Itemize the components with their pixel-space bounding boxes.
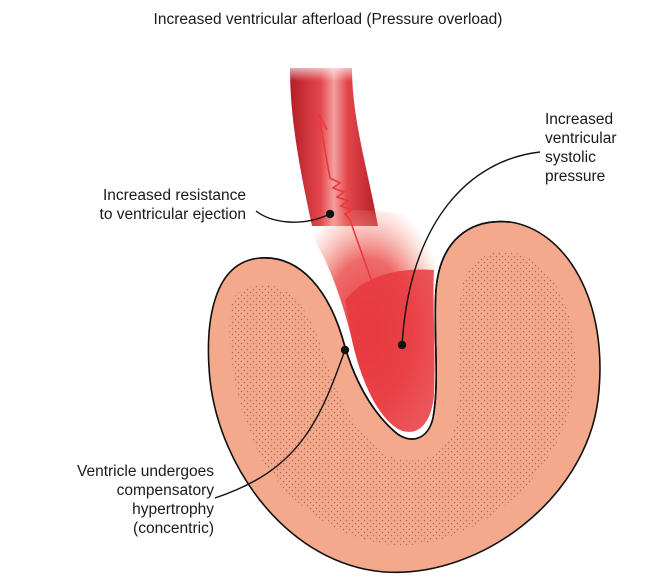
label-increased-resistance: Increased resistance to ventricular ejec… [62, 186, 246, 224]
resistance-marker [326, 210, 334, 218]
ventricle-marker [341, 346, 349, 354]
label-ventricle-hypertrophy: Ventricle undergoes compensatory hypertr… [4, 462, 214, 538]
label-line: ventricular [545, 129, 655, 148]
label-line: to ventricular ejection [62, 205, 246, 224]
systolic-marker [398, 341, 406, 349]
label-systolic-pressure: Increased ventricular systolic pressure [545, 110, 655, 186]
label-line: Increased resistance [62, 186, 246, 205]
label-line: pressure [545, 167, 655, 186]
label-line: systolic [545, 148, 655, 167]
label-line: compensatory [4, 481, 214, 500]
label-line: hypertrophy [4, 500, 214, 519]
label-line: Ventricle undergoes [4, 462, 214, 481]
label-line: (concentric) [4, 519, 214, 538]
label-line: Increased [545, 110, 655, 129]
